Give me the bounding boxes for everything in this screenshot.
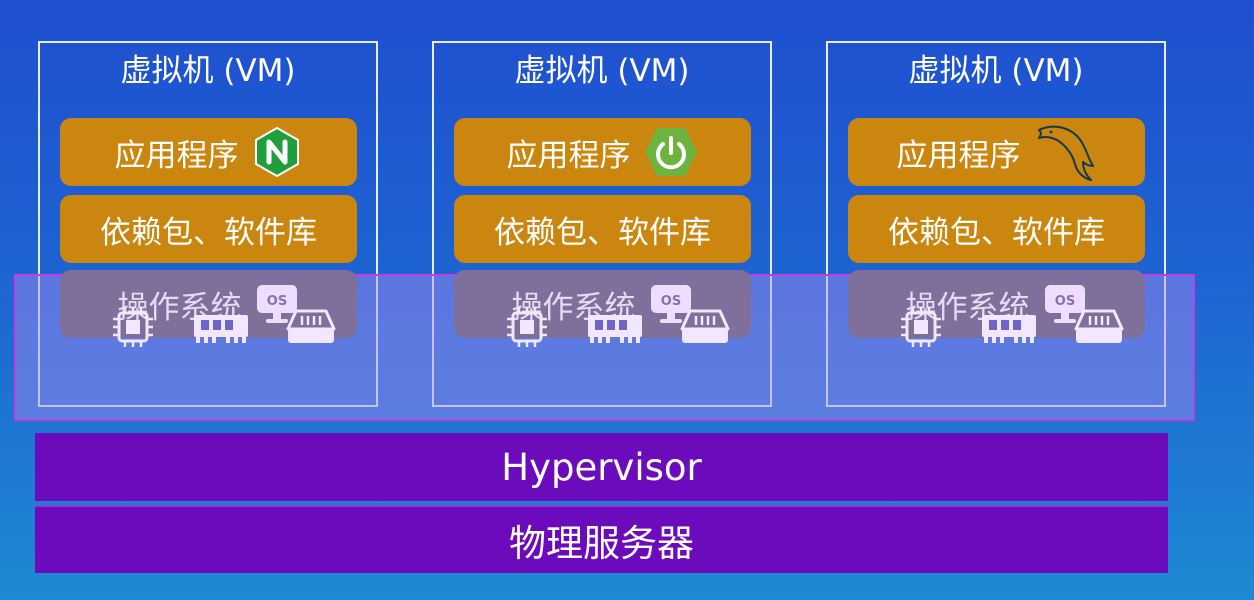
dependencies-layer: 依赖包、软件库 [60,195,357,263]
vm-box: 虚拟机 (VM) 应用程序 依赖包、软件库 [826,41,1166,407]
vm-title: 虚拟机 (VM) [514,53,690,89]
cpu-icon [898,306,944,352]
disk-icon [680,307,730,351]
application-label: 应用程序 [114,137,239,174]
mysql-dolphin-icon [1033,122,1097,182]
dependencies-layer: 依赖包、软件库 [848,195,1145,263]
cpu-icon [110,306,156,352]
disk-icon [286,307,336,351]
cpu-icon [504,306,550,352]
spring-power-icon [643,126,699,178]
os-icon-text: OS [266,294,286,309]
hypervisor-layer: Hypervisor [35,433,1168,501]
os-icon-text: OS [660,294,680,309]
ram-icon [586,309,644,349]
hardware-row [898,306,1124,352]
vm-title: 虚拟机 (VM) [908,53,1084,89]
disk-icon [1074,307,1124,351]
physical-server-layer: 物理服务器 [35,505,1168,573]
application-label: 应用程序 [896,137,1021,174]
vm-box: 虚拟机 (VM) 应用程序 依赖包、软件库 [38,41,378,407]
application-layer: 应用程序 [60,118,357,186]
vm-title: 虚拟机 (VM) [120,53,296,89]
os-monitor-icon: OS [254,282,300,326]
vm-box: 虚拟机 (VM) 应用程序 依赖包、软件库 [432,41,772,407]
physical-server-label: 物理服务器 [509,522,694,565]
os-monitor-icon: OS [1042,282,1088,326]
hypervisor-label: Hypervisor [501,445,702,489]
ram-icon [192,309,250,349]
hardware-row [110,306,336,352]
dependencies-label: 依赖包、软件库 [494,214,711,251]
application-label: 应用程序 [506,137,631,174]
os-layer: 操作系统 OS [60,270,357,338]
ram-icon [980,309,1038,349]
dependencies-layer: 依赖包、软件库 [454,195,751,263]
os-monitor-icon: OS [648,282,694,326]
dependencies-label: 依赖包、软件库 [888,214,1105,251]
os-icon-text: OS [1054,294,1074,309]
application-layer: 应用程序 [848,118,1145,186]
application-layer: 应用程序 [454,118,751,186]
hardware-row [504,306,730,352]
nginx-icon [251,126,303,178]
dependencies-label: 依赖包、软件库 [100,214,317,251]
